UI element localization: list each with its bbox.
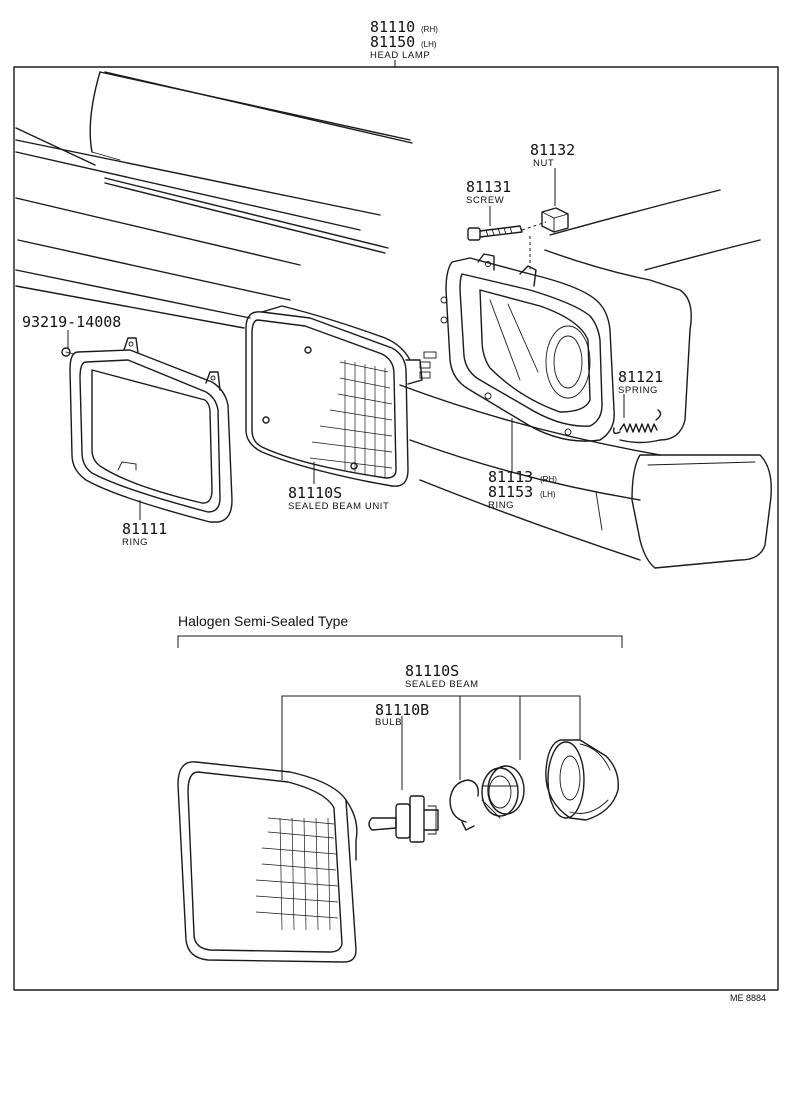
diagram-frame [13, 60, 779, 991]
nut-81132 [541, 168, 569, 233]
halogen-bulb-part: 81110B [375, 701, 429, 719]
screw-name: SCREW [466, 195, 504, 206]
front-ring-part: 81111 [122, 520, 167, 538]
retaining-clip [449, 779, 479, 831]
halogen-lens-grid [255, 817, 339, 931]
bolt-part: 93219-14008 [22, 313, 121, 331]
halogen-bulb-name: BULB [375, 717, 402, 728]
head-lamp-part-lh: 81150 [370, 33, 415, 51]
screw-part: 81131 [466, 178, 511, 196]
halogen-leaders [281, 695, 581, 790]
halogen-bulb [368, 795, 439, 843]
halogen-sealed-beam-name: SEALED BEAM [405, 679, 479, 690]
halogen-sealed-beam-part: 81110S [405, 662, 459, 680]
spring-81121 [612, 394, 662, 435]
grille-and-bumper [15, 71, 772, 569]
front-ring-81111 [69, 337, 233, 523]
halogen-lens-unit [177, 761, 358, 963]
mount-ring-part-lh: 81153 [488, 483, 533, 501]
mount-ring-81113 [440, 253, 615, 472]
sealed-beam-unit-part: 81110S [288, 484, 342, 502]
spring-part: 81121 [618, 368, 663, 386]
spring-name: SPRING [618, 385, 658, 396]
sealed-beam-unit-name: SEALED BEAM UNIT [288, 501, 389, 512]
mount-ring-part-rh: 81113 [488, 468, 533, 486]
lens-grid [309, 360, 393, 478]
mount-ring-suffix-rh: (RH) [540, 475, 557, 484]
front-ring-name: RING [122, 537, 148, 548]
dust-cover [545, 739, 619, 821]
mount-ring-name: RING [488, 500, 514, 511]
retaining-sleeve [481, 765, 525, 819]
sealed-beam-unit-81110S [245, 305, 437, 487]
halogen-title: Halogen Semi-Sealed Type [178, 613, 348, 629]
head-lamp-suffix-lh: (LH) [421, 40, 437, 49]
nut-name: NUT [533, 158, 554, 169]
bolt-93219 [61, 330, 75, 357]
mount-ring-suffix-lh: (LH) [540, 490, 556, 499]
head-lamp-suffix-rh: (RH) [421, 25, 438, 34]
head-lamp-name: HEAD LAMP [370, 50, 430, 61]
halogen-bracket [177, 635, 623, 648]
screw-81131 [467, 206, 523, 241]
drawing-code: ME 8884 [730, 993, 766, 1003]
head-lamp-part-rh: 81110 [370, 18, 415, 36]
nut-part: 81132 [530, 141, 575, 159]
